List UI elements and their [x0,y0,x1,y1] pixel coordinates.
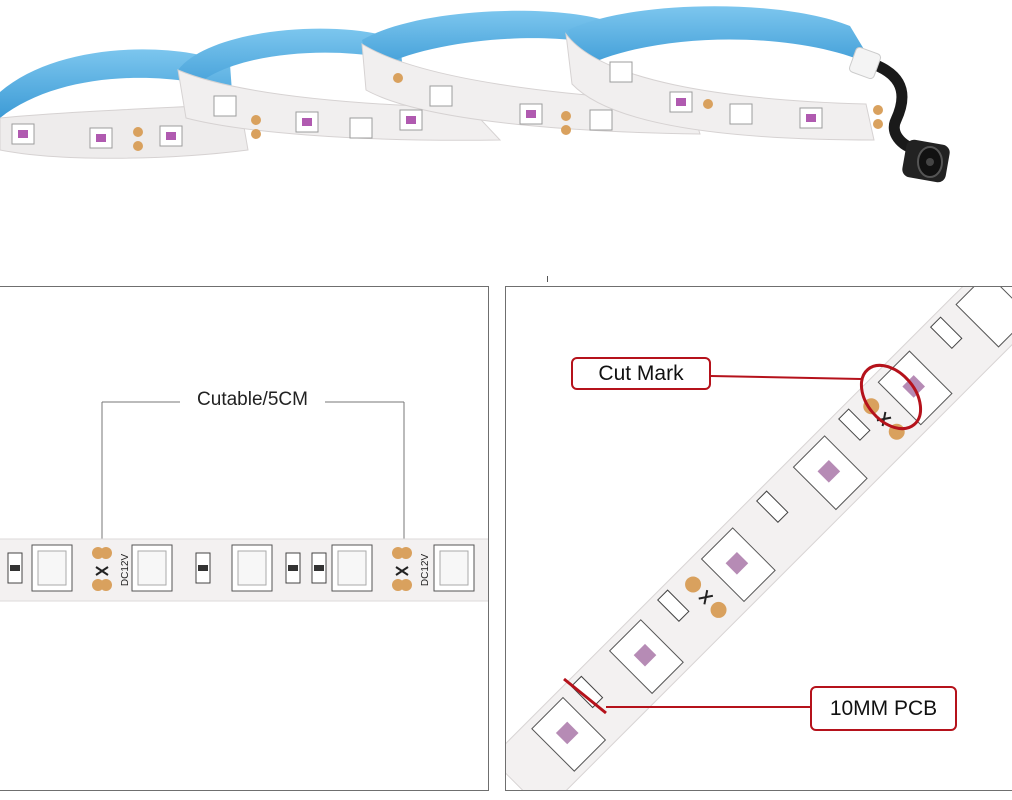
pcb-width-callout: 10MM PCB [810,686,957,731]
straight-strip-image: DC12V DC12V [0,401,488,602]
diagonal-strip-panel: Cut Mark 10MM PCB [505,286,1012,791]
cutable-length-label: Cutable/5CM [180,387,325,413]
strip-marking-text: DC12V [420,554,431,587]
strip-marking-text: DC12V [120,554,131,587]
diagonal-strip-image [506,287,1012,790]
straight-strip-panel: DC12V DC12V Cutable/5CM [0,286,489,791]
led-strip-coil-image [0,6,950,183]
divider-tick [547,276,548,282]
cut-mark-callout: Cut Mark [571,357,711,390]
